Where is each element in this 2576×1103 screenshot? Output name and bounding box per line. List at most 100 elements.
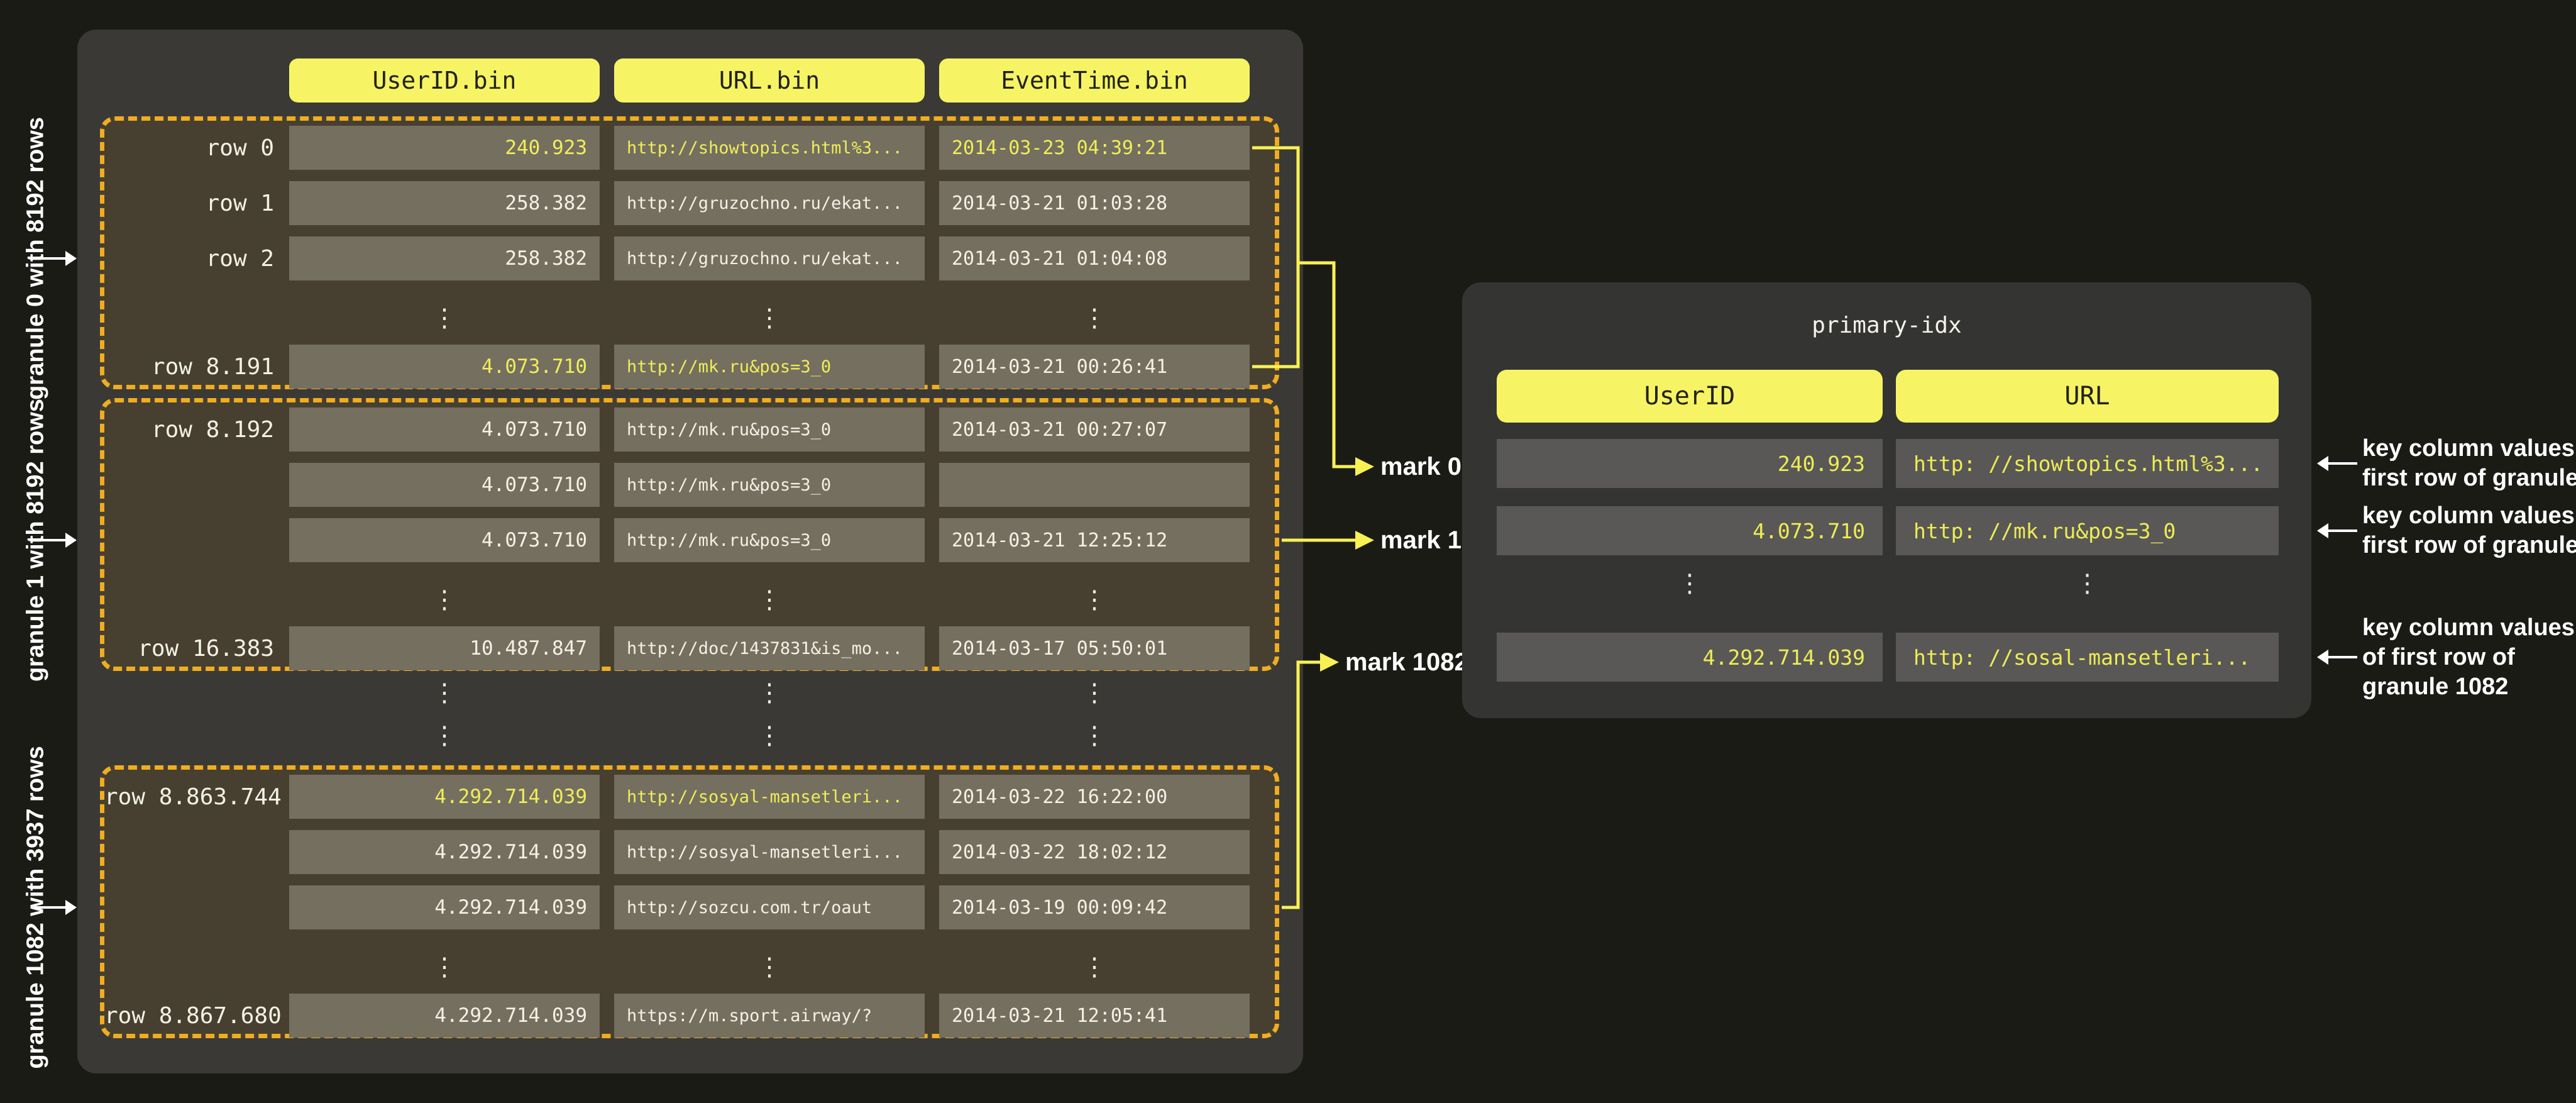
cell-url: http://gruzochno.ru/ekat... <box>614 181 925 225</box>
row-label: row 0 <box>104 135 289 161</box>
granule-1-arrow-icon <box>65 533 77 548</box>
annotation-line: key column values of <box>2362 501 2576 531</box>
vertical-ellipsis: ⋮ <box>289 674 600 712</box>
vertical-ellipsis: ⋮ <box>939 717 1250 755</box>
cell-url: http://mk.ru&pos=3_0 <box>614 463 925 507</box>
ellipsis-row: ⋮ ⋮ ⋮ <box>104 292 1275 345</box>
vertical-ellipsis: ⋮ <box>289 574 600 626</box>
mark-0-connector-line <box>1298 263 1355 467</box>
index-cell-userid: 4.292.714.039 <box>1497 633 1883 682</box>
index-cell-userid: 4.073.710 <box>1497 506 1883 555</box>
mark-1-arrowhead-icon <box>1355 531 1374 550</box>
row-label: row 1 <box>104 191 289 216</box>
cell-url: http://doc/1437831&is_mo... <box>614 626 925 670</box>
table-row: row 1 258.382 http://gruzochno.ru/ekat..… <box>104 181 1275 225</box>
primary-index-headers: UserID URL <box>1497 370 2279 423</box>
index-row: 4.292.714.039 http: //sosal-mansetleri..… <box>1497 633 2279 682</box>
row-label: row 8.867.680 <box>104 1003 289 1029</box>
annotation-line: key column values of <box>2362 434 2576 463</box>
table-row: row 8.867.680 4.292.714.039 https://m.sp… <box>104 994 1275 1038</box>
table-row: 4.073.710 http://mk.ru&pos=3_0 2014-03-2… <box>104 518 1275 562</box>
cell-url: http://sosyal-mansetleri... <box>614 830 925 874</box>
index-cell-url: http: //sosal-mansetleri... <box>1896 633 2279 682</box>
cell-userid: 258.382 <box>289 181 600 225</box>
mark-0-label: mark 0 <box>1380 452 1461 482</box>
annotation-line: key column values <box>2362 613 2575 643</box>
cell-eventtime: 2014-03-21 00:27:07 <box>939 407 1250 452</box>
header-userid-bin: UserID.bin <box>289 58 600 103</box>
vertical-ellipsis: ⋮ <box>614 292 925 345</box>
cell-url: http://gruzochno.ru/ekat... <box>614 236 925 280</box>
annotation-granule-1: key column values of first row of granul… <box>2362 501 2576 560</box>
annotation-line: of first row of <box>2362 643 2575 672</box>
header-url-bin: URL.bin <box>614 58 925 103</box>
annotation-line: granule 1082 <box>2362 672 2575 702</box>
cell-url: http://mk.ru&pos=3_0 <box>614 345 925 389</box>
cell-eventtime: 2014-03-21 01:03:28 <box>939 181 1250 225</box>
cell-eventtime: 2014-03-23 04:39:21 <box>939 126 1250 170</box>
granule-1-box: row 8.192 4.073.710 http://mk.ru&pos=3_0… <box>100 398 1279 671</box>
cell-url: http://sozcu.com.tr/oaut <box>614 885 925 929</box>
cell-url: http://showtopics.html%3... <box>614 126 925 170</box>
cell-url: http://mk.ru&pos=3_0 <box>614 407 925 452</box>
vertical-ellipsis: ⋮ <box>614 574 925 626</box>
row-label: row 16.383 <box>104 636 289 662</box>
cell-eventtime: 2014-03-17 05:50:01 <box>939 626 1250 670</box>
annotation-0-arrow-icon <box>2317 456 2328 471</box>
vertical-ellipsis: ⋮ <box>939 292 1250 345</box>
vertical-ellipsis: ⋮ <box>614 717 925 755</box>
annotation-line: first row of granule 0 <box>2362 463 2576 493</box>
cell-userid: 4.073.710 <box>289 518 600 562</box>
granule-0-side-label: granule 0 with 8192 rows <box>23 117 50 400</box>
cell-eventtime: 2014-03-21 12:05:41 <box>939 994 1250 1038</box>
table-row: row 2 258.382 http://gruzochno.ru/ekat..… <box>104 236 1275 280</box>
cell-eventtime: 2014-03-22 16:22:00 <box>939 775 1250 819</box>
cell-eventtime: 2014-03-21 01:04:08 <box>939 236 1250 280</box>
row-label: row 8.863.744 <box>104 784 289 810</box>
vertical-ellipsis: ⋮ <box>289 941 600 994</box>
cell-userid: 4.292.714.039 <box>289 830 600 874</box>
cell-userid: 240.923 <box>289 126 600 170</box>
granule-1082-side-label: granule 1082 with 3937 rows <box>23 746 50 1068</box>
cell-eventtime: 2014-03-22 18:02:12 <box>939 830 1250 874</box>
granule-0-arrow-icon <box>65 251 77 266</box>
granule-1-side-label: granule 1 with 8192 rows <box>23 399 50 682</box>
granule-0-box: row 0 240.923 http://showtopics.html%3..… <box>100 116 1279 389</box>
mark-1082-label: mark 1082 <box>1345 647 1468 677</box>
cell-userid: 10.487.847 <box>289 626 600 670</box>
ellipsis-row: ⋮ ⋮ ⋮ <box>104 674 1284 712</box>
cell-userid: 4.292.714.039 <box>289 775 600 819</box>
header-eventtime-bin: EventTime.bin <box>939 58 1250 103</box>
cell-url: http://mk.ru&pos=3_0 <box>614 518 925 562</box>
index-cell-url: http: //mk.ru&pos=3_0 <box>1896 506 2279 555</box>
cell-userid: 4.073.710 <box>289 407 600 452</box>
cell-userid: 4.292.714.039 <box>289 885 600 929</box>
cell-url: http://sosyal-mansetleri... <box>614 775 925 819</box>
row-label: row 8.192 <box>104 417 289 443</box>
vertical-ellipsis: ⋮ <box>1497 567 1883 601</box>
ellipsis-row: ⋮ ⋮ <box>1497 567 2279 601</box>
mark-1082-arrowhead-icon <box>1320 653 1339 672</box>
table-row: 4.292.714.039 http://sozcu.com.tr/oaut 2… <box>104 885 1275 929</box>
vertical-ellipsis: ⋮ <box>939 574 1250 626</box>
cell-eventtime <box>939 463 1250 507</box>
cell-userid: 4.073.710 <box>289 345 600 389</box>
cell-eventtime: 2014-03-21 00:26:41 <box>939 345 1250 389</box>
vertical-ellipsis: ⋮ <box>614 674 925 712</box>
vertical-ellipsis: ⋮ <box>1896 567 2279 601</box>
table-row: row 8.192 4.073.710 http://mk.ru&pos=3_0… <box>104 407 1275 452</box>
bin-files-panel: UserID.bin URL.bin EventTime.bin row 0 2… <box>77 30 1303 1073</box>
cell-url: https://m.sport.airway/? <box>614 994 925 1038</box>
row-label: row 2 <box>104 246 289 272</box>
primary-index-title: primary-idx <box>1462 313 2311 338</box>
annotation-1-arrow-icon <box>2317 523 2328 538</box>
ellipsis-row: ⋮ ⋮ ⋮ <box>104 941 1275 994</box>
bin-column-headers: UserID.bin URL.bin EventTime.bin <box>289 58 1250 103</box>
ellipsis-row: ⋮ ⋮ ⋮ <box>104 574 1275 626</box>
vertical-ellipsis: ⋮ <box>289 292 600 345</box>
index-row: 240.923 http: //showtopics.html%3... <box>1497 439 2279 488</box>
granule-1082-box: row 8.863.744 4.292.714.039 http://sosya… <box>100 765 1279 1038</box>
annotation-line: first row of granule 1 <box>2362 531 2576 560</box>
mark-0-arrowhead-icon <box>1355 457 1374 476</box>
